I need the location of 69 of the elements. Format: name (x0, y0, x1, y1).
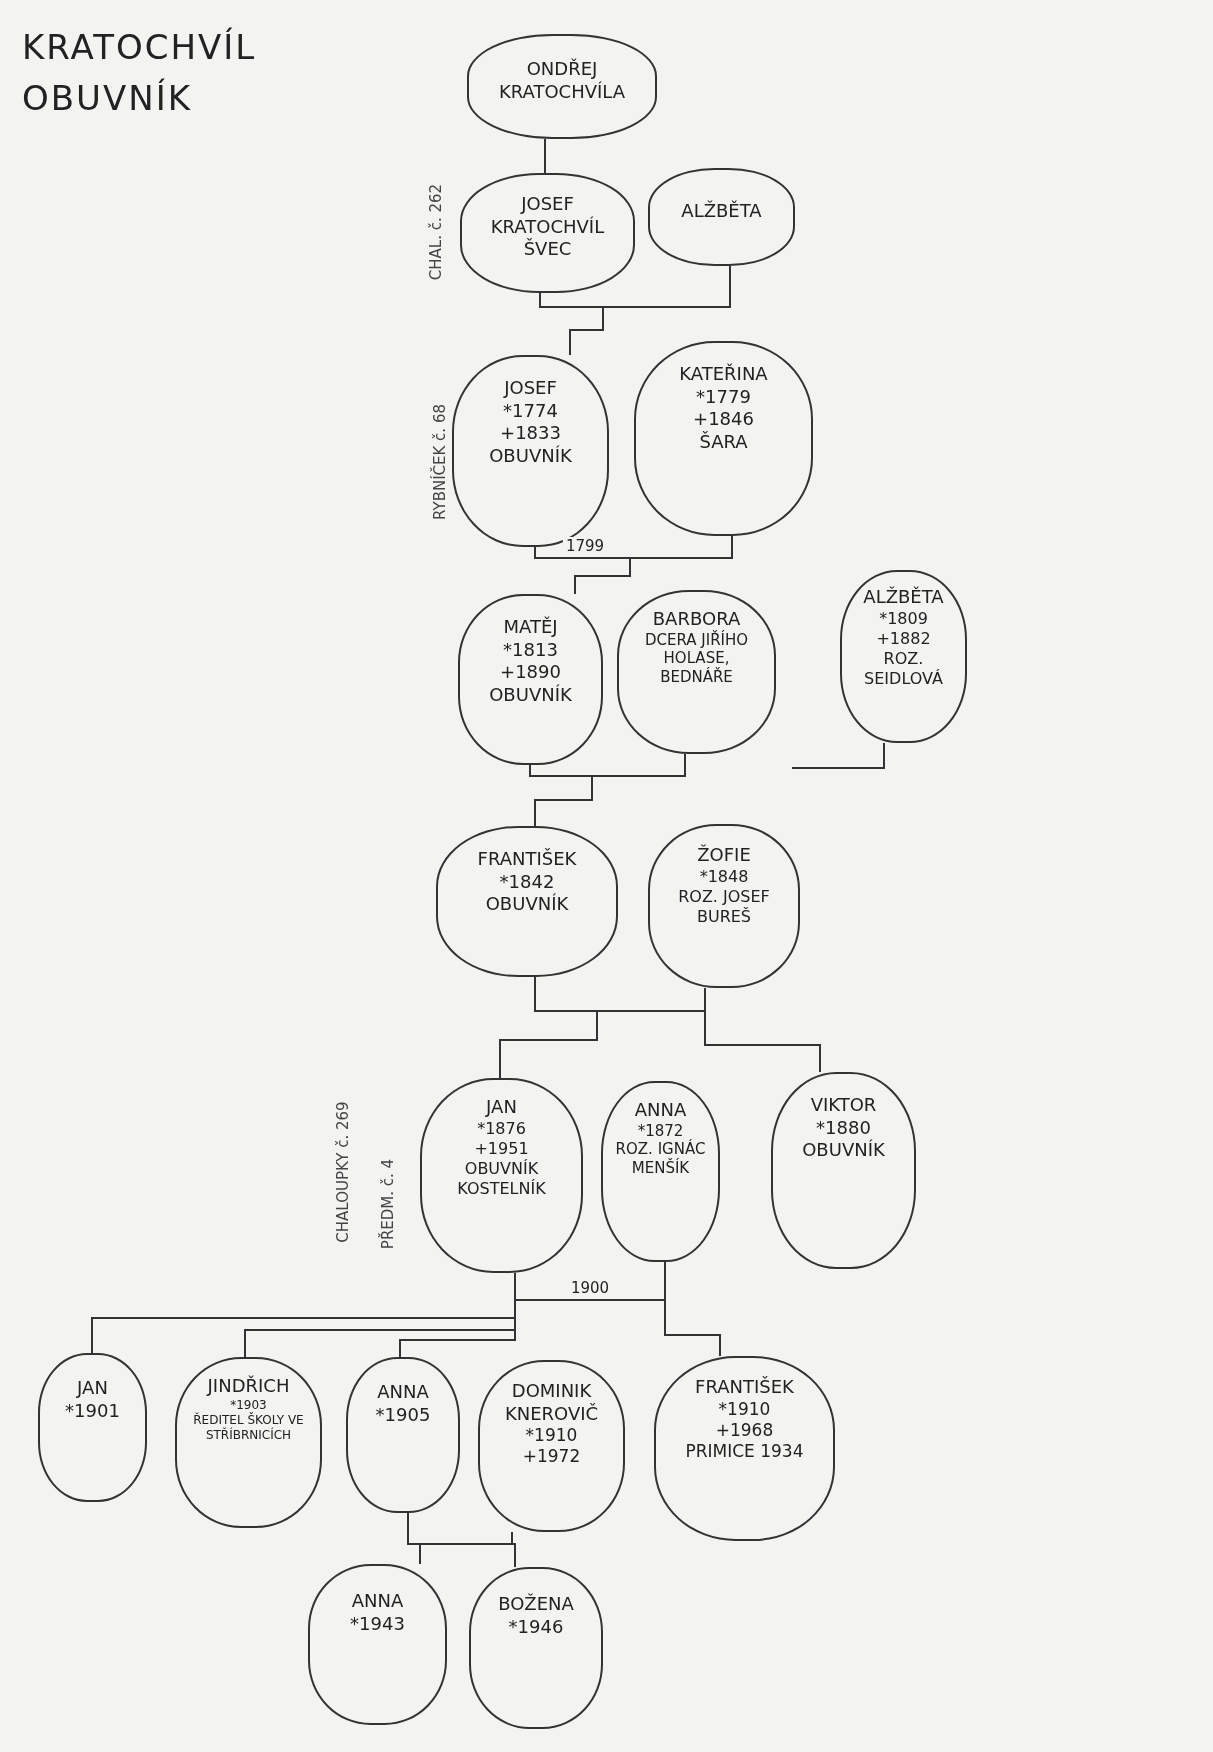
person-name: JAN (77, 1377, 108, 1400)
person-detail: ROZ. SEIDLOVÁ (863, 648, 944, 689)
person-name: JAN (486, 1096, 517, 1119)
person-detail: +1972 (522, 1446, 581, 1468)
person-name: JOSEF KRATOCHVÍL (489, 193, 606, 238)
person-detail: *1872 (637, 1121, 684, 1140)
person-detail: *1842 (499, 870, 555, 893)
person-name: VIKTOR (810, 1094, 877, 1117)
family-line (664, 1261, 721, 1357)
family-line (791, 742, 885, 769)
person-name: JINDŘICH (207, 1375, 290, 1398)
person-detail: OBUVNÍK (489, 683, 572, 706)
house-number-note: CHALOUPKY č. 269 (334, 1101, 352, 1243)
house-number-note: CHAL. č. 262 (427, 183, 445, 281)
person-detail: +1968 (715, 1419, 774, 1441)
person-detail: ŠARA (699, 430, 748, 453)
person-detail: PRIMICE 1934 (685, 1441, 804, 1463)
person-detail: *1813 (503, 638, 558, 661)
person-detail: ŘEDITEL ŠKOLY VE STŘÍBRNICÍCH (192, 1412, 305, 1443)
person-detail: ROZ. JOSEF BUREŠ (677, 886, 771, 927)
family-line (569, 265, 731, 356)
person-detail: OBUVNÍK (485, 893, 569, 916)
family-line (704, 987, 821, 1073)
person-detail: *1774 (503, 399, 558, 422)
person-name: FRANTIŠEK (695, 1376, 794, 1399)
house-number-note: PŘEDM. č. 4 (379, 1158, 397, 1250)
person-detail: KOSTELNÍK (457, 1178, 546, 1199)
family-line (574, 535, 733, 595)
person-name: DOMINIK KNEROVIČ (503, 1380, 600, 1425)
person-name: ANNA (377, 1381, 429, 1404)
house-number-note: RYBNÍČEK č. 68 (431, 404, 449, 520)
person-name: ANNA (351, 1590, 404, 1613)
person-detail: *1901 (65, 1399, 120, 1422)
person-detail: +1951 (474, 1138, 529, 1159)
person-detail: *1779 (696, 385, 751, 408)
person-name: KATEŘINA (679, 363, 768, 386)
person-name: ONDŘEJ KRATOCHVÍLA (497, 58, 627, 103)
person-name: ANNA (634, 1099, 687, 1122)
title: KRATOCHVÍL OBUVNÍK (22, 26, 258, 120)
person-detail: *1905 (375, 1403, 431, 1426)
person-name: ALŽBĚTA (863, 586, 944, 609)
person-detail: *1880 (816, 1116, 871, 1139)
person-detail: *1848 (699, 866, 749, 887)
person-detail: *1903 (230, 1397, 267, 1412)
person-name: BOŽENA (498, 1593, 574, 1616)
person-detail: *1910 (718, 1398, 771, 1420)
person-name: ALŽBĚTA (681, 200, 762, 223)
person-name: BARBORA (652, 608, 741, 630)
person-detail: *1946 (508, 1615, 564, 1638)
person-detail: *1943 (350, 1612, 405, 1635)
person-name: ŽOFIE (697, 844, 751, 867)
person-detail: ŠVEC (523, 238, 572, 261)
person-detail: *1876 (477, 1118, 526, 1139)
person-detail: OBUVNÍK (802, 1139, 885, 1162)
person-detail: *1910 (525, 1425, 578, 1447)
person-detail: *1809 (879, 608, 928, 629)
person-detail: OBUVNÍK (464, 1158, 539, 1179)
person-detail: ROZ. IGNÁC MENŠÍK (615, 1140, 706, 1178)
person-detail: +1833 (500, 422, 561, 445)
person-name: FRANTIŠEK (477, 848, 577, 871)
person-detail: +1846 (693, 408, 754, 431)
family-line (544, 138, 546, 174)
person-detail: DCERA JIŘÍHO HOLASE, BEDNÁŘE (643, 630, 750, 687)
person-detail: +1882 (876, 628, 931, 649)
person-name: MATĚJ (503, 616, 558, 639)
person-name: JOSEF (504, 377, 557, 400)
person-detail: +1890 (500, 661, 561, 684)
family-line (534, 753, 686, 827)
person-detail: OBUVNÍK (489, 444, 572, 467)
